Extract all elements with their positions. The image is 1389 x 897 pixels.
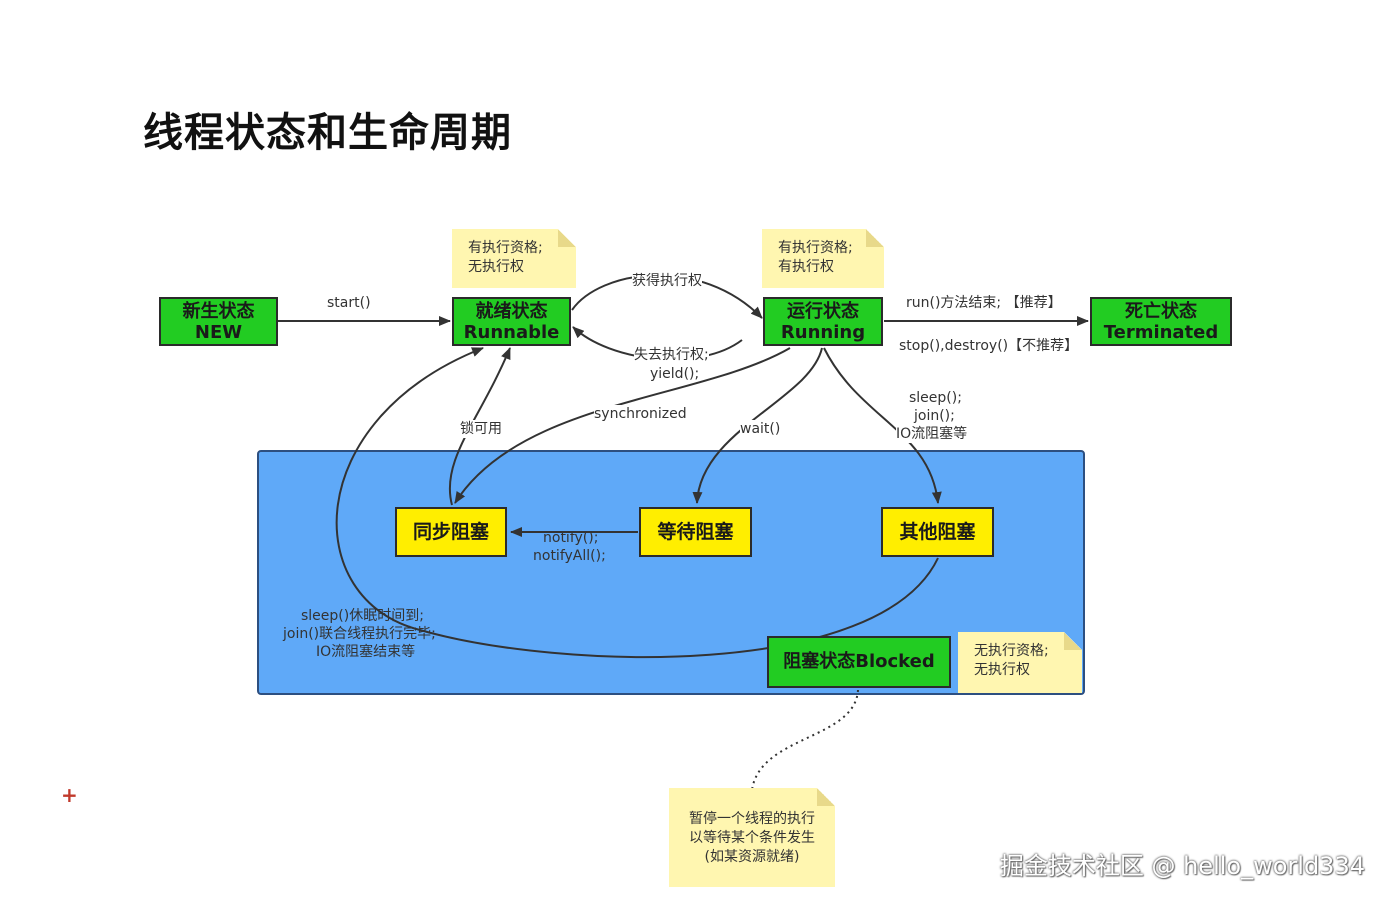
label-wake1: sleep()休眠时间到; <box>301 608 424 624</box>
note-runnable: 有执行资格; 无执行权 <box>452 229 576 288</box>
label-sleep: sleep(); <box>909 390 962 406</box>
dotted-connector <box>751 689 859 791</box>
note-blocked: 无执行资格; 无执行权 <box>958 632 1082 693</box>
note-pause-line2: 以等待某个条件发生 <box>689 830 815 846</box>
label-lose-exec: 失去执行权; <box>634 346 709 364</box>
arrow-sleep <box>823 347 942 504</box>
note-runnable-line2: 无执行权 <box>468 259 524 275</box>
state-running-cn: 运行状态 <box>787 301 859 322</box>
state-running: 运行状态 Running <box>763 297 883 346</box>
state-other-blocked-label: 其他阻塞 <box>899 521 976 543</box>
state-blocked: 阻塞状态Blocked <box>767 636 951 688</box>
state-blocked-label: 阻塞状态Blocked <box>783 651 935 672</box>
label-stop: stop(),destroy()【不推荐】 <box>899 338 1079 354</box>
label-yield: yield(); <box>650 366 700 382</box>
label-synchronized: synchronized <box>594 405 687 423</box>
label-wake2: join()联合线程执行完毕; <box>283 626 436 642</box>
label-lock-available: 锁可用 <box>460 420 502 438</box>
state-wait-blocked: 等待阻塞 <box>639 507 752 557</box>
watermark: 掘金技术社区 @ hello_world334 <box>999 852 1365 880</box>
note-runnable-line1: 有执行资格; <box>468 240 543 256</box>
page-title: 线程状态和生命周期 <box>143 110 512 156</box>
state-terminated-cn: 死亡状态 <box>1125 301 1197 322</box>
state-other-blocked: 其他阻塞 <box>881 507 994 557</box>
state-running-en: Running <box>780 322 866 343</box>
state-wait-blocked-label: 等待阻塞 <box>657 521 734 543</box>
label-join: join(); <box>914 408 955 424</box>
note-blocked-line2: 无执行权 <box>974 662 1030 678</box>
label-notify-all: notifyAll(); <box>533 548 606 564</box>
state-new-cn: 新生状态 <box>182 301 255 322</box>
note-running-line1: 有执行资格; <box>778 240 853 256</box>
note-running: 有执行资格; 有执行权 <box>762 229 884 288</box>
state-terminated-en: Terminated <box>1103 322 1219 343</box>
state-new-en: NEW <box>194 322 243 343</box>
label-notify: notify(); <box>543 530 599 546</box>
label-io-block: IO流阻塞等 <box>896 425 968 443</box>
label-get-exec: 获得执行权 <box>632 272 702 290</box>
state-new: 新生状态 NEW <box>159 297 278 346</box>
state-runnable-en: Runnable <box>463 322 560 343</box>
label-start: start() <box>327 295 371 311</box>
label-run-end: run()方法结束; 【推荐】 <box>906 295 1062 311</box>
note-pause-line3: (如某资源就绪) <box>704 849 800 865</box>
arrow-wait <box>692 347 823 504</box>
label-wake3: IO流阻塞结束等 <box>316 644 416 660</box>
note-blocked-line1: 无执行资格; <box>974 643 1049 659</box>
state-runnable: 就绪状态 Runnable <box>452 297 571 346</box>
note-pause: 暂停一个线程的执行 以等待某个条件发生 (如某资源就绪) <box>669 788 835 887</box>
state-sync-blocked-label: 同步阻塞 <box>412 521 489 543</box>
state-terminated: 死亡状态 Terminated <box>1090 297 1232 346</box>
arrow-wake <box>335 347 939 659</box>
note-running-line2: 有执行权 <box>778 259 834 275</box>
state-runnable-cn: 就绪状态 <box>475 301 548 322</box>
plus-marker: + <box>61 783 78 807</box>
note-pause-line1: 暂停一个线程的执行 <box>689 811 815 827</box>
state-sync-blocked: 同步阻塞 <box>395 507 507 557</box>
label-wait: wait() <box>740 420 781 438</box>
